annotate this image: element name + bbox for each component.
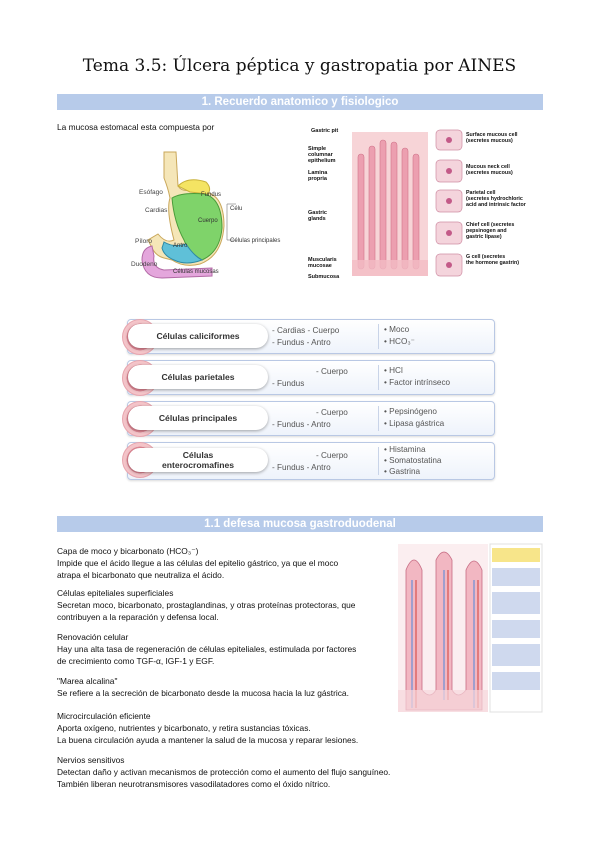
label-celulas-principales: Células principales (230, 238, 281, 244)
defense-item-3: Renovación celular Hay una alta tasa de … (57, 631, 356, 667)
cell-name-pill: Células enterocromafines (128, 448, 268, 472)
cell-secretion-1: • HCl (384, 366, 403, 375)
label-fundus: Fundus (201, 192, 222, 198)
gland-label-neck: Mucous neck cell (secretes mucous) (466, 164, 513, 176)
defense-line: Detectan daño y activan mecanismos de pr… (57, 767, 391, 777)
gland-label-pit: Gastric pit (311, 128, 339, 134)
defense-title: Renovación celular (57, 632, 129, 642)
gland-label-submucosa: Submucosa (308, 274, 340, 280)
gland-label-gcell: G cell (secretes the hormone gastrin) (466, 254, 519, 266)
label-piloro: Píloro (135, 238, 152, 245)
label-esofago: Esófago (139, 189, 163, 196)
gland-label-parietal: Parietal cell (secretes hydrochloric aci… (466, 190, 526, 208)
cell-name: Células enterocromafines (161, 450, 235, 470)
label-cardias: Cardias (145, 207, 168, 214)
cell-location-1: - Cuerpo (316, 451, 348, 460)
cell-secretion-3: • Gastrina (384, 467, 421, 476)
cell-row-caliciformes: Células caliciformes - Cardias - Cuerpo … (122, 319, 495, 355)
defense-item-2: Células epiteliales superficiales Secret… (57, 587, 355, 623)
label-antro: Antro (173, 243, 188, 249)
gland-label-glands: Gastric glands (308, 210, 327, 222)
label-cuerpo: Cuerpo (198, 218, 218, 224)
cell-secretion-1: • Pepsinógeno (384, 407, 437, 416)
cell-secretion-2: • Somatostatina (384, 456, 442, 465)
defense-line: La buena circulación ayuda a mantener la… (57, 735, 359, 745)
antrum-shape (161, 241, 204, 264)
body-shape (171, 193, 223, 261)
cell-location-1: - Cuerpo (316, 367, 348, 376)
page-title: Tema 3.5: Úlcera péptica y gastropatia p… (82, 56, 517, 76)
defense-line: contribuyen a la reparación y defensa lo… (57, 612, 219, 622)
defense-line: Secretan moco, bicarbonato, prostaglandi… (57, 600, 356, 610)
label-celulas-mucosas: Células mucosas (173, 269, 219, 275)
cell-name-pill: Células caliciformes (128, 324, 268, 348)
cell-row-principales: Células principales - Cuerpo - Fundus - … (122, 401, 495, 437)
cell-secretion-2: • Factor intrínseco (384, 378, 451, 387)
gastric-gland-figure: Gastric pit Simple columnar epithelium L… (306, 124, 544, 284)
defense-line: Se refiere a la secreción de bicarbonato… (57, 688, 349, 698)
cell-secretion-1: • Histamina (384, 445, 426, 454)
defense-title: Nervios sensitivos (57, 755, 125, 765)
cell-name: Células parietales (161, 372, 235, 382)
defense-item-6: Nervios sensitivos Detectan daño y activ… (57, 754, 390, 790)
defense-line: Impide que el ácido llegue a las células… (57, 558, 339, 568)
section1-intro: La mucosa estomacal esta compuesta por (57, 122, 215, 132)
stomach-diagram (141, 151, 236, 279)
mucosal-defense-figure (396, 540, 544, 718)
gland-label-muscularis: Muscularis mucosae (308, 257, 337, 269)
section1-heading: 1. Recuerdo anatomico y fisiologico (57, 94, 543, 110)
cell-secretion-2: • Lipasa gástrica (384, 419, 445, 428)
defense-title: Capa de moco y bicarbonato (HCO₃⁻) (57, 546, 199, 556)
defense-item-4: "Marea alcalina" Se refiere a la secreci… (57, 675, 349, 699)
defense-line: Aporta oxígeno, nutrientes y bicarbonato… (57, 723, 311, 733)
defense-line: atrapa el bicarbonato que neutraliza el … (57, 570, 225, 580)
defense-title: Células epiteliales superficiales (57, 588, 174, 598)
cell-secretion-1: • Moco (384, 325, 410, 334)
defense-title: "Marea alcalina" (57, 676, 118, 686)
cell-secretion-2: • HCO₃⁻ (384, 337, 415, 346)
cell-name: Células principales (158, 413, 238, 423)
cell-location-2: - Fundus - Antro (272, 463, 331, 472)
defense-line: También liberan neurotransmisores vasodi… (57, 779, 331, 789)
cell-location-2: - Fundus - Antro (272, 338, 331, 347)
label-duodeno: Duodeno (131, 261, 158, 268)
cell-location-2: - Fundus (272, 379, 305, 388)
cell-location-1: - Cardias - Cuerpo (272, 326, 340, 335)
duodenum-shape (141, 245, 213, 279)
gland-label-epithelium: Simple columnar epithelium (308, 146, 336, 164)
defense-line: Hay una alta tasa de regeneración de cél… (57, 644, 357, 654)
gland-label-chief: Chief cell (secretes pepsinogen and gast… (466, 222, 515, 240)
defense-title: Microcirculación eficiente (57, 711, 151, 721)
gastric-gland-illustration (352, 129, 463, 277)
cell-name-pill: Células parietales (128, 365, 268, 389)
cell-name: Células caliciformes (156, 331, 240, 341)
cell-row-enterocromafines: Células enterocromafines - Cuerpo - Fund… (122, 442, 495, 480)
gland-label-surface: Surface mucous cell (secretes mucous) (466, 132, 518, 144)
defense-item-5: Microcirculación eficiente Aporta oxígen… (57, 710, 358, 746)
defense-item-1: Capa de moco y bicarbonato (HCO₃⁻) Impid… (57, 545, 338, 581)
defense-line: de crecimiento como TGF-α, IGF-1 y EGF. (57, 656, 215, 666)
fundus-shape (177, 179, 211, 195)
gland-label-lamina: Lamina propria (308, 170, 328, 182)
cell-location-2: - Fundus - Antro (272, 420, 331, 429)
cell-location-1: - Cuerpo (316, 408, 348, 417)
label-celu: Célu (230, 206, 243, 212)
cell-name-pill: Células principales (128, 406, 268, 430)
cell-row-parietales: Células parietales - Cuerpo - Fundus • H… (122, 360, 495, 396)
section2-heading: 1.1 defesa mucosa gastroduodenal (57, 516, 543, 532)
